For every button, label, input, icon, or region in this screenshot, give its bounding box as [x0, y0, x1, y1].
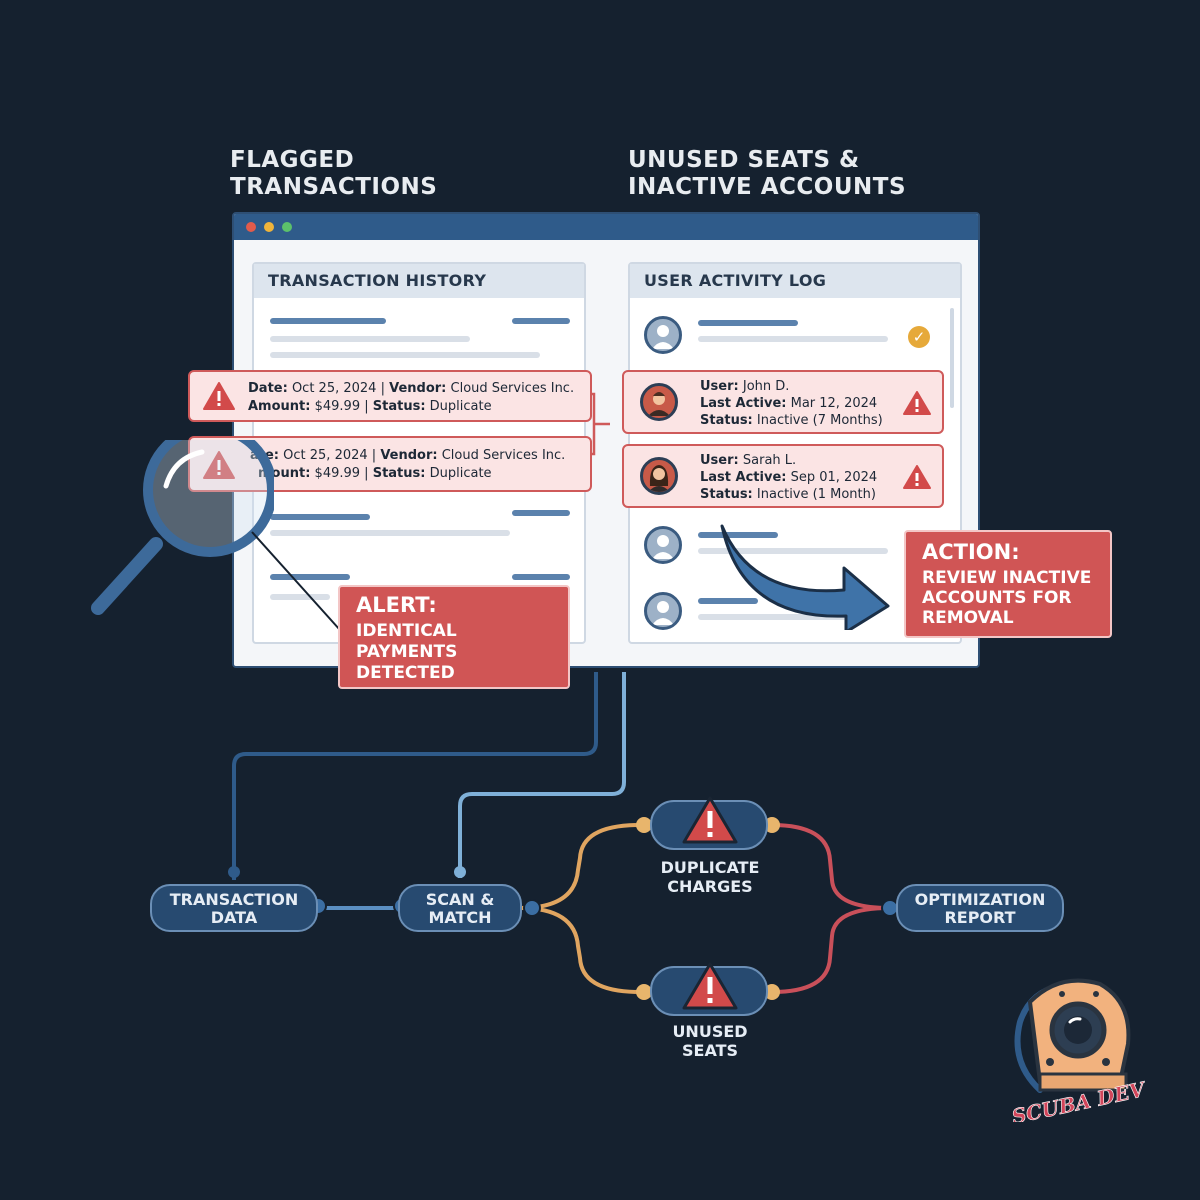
warning-icon — [903, 465, 931, 489]
scrollbar[interactable] — [950, 308, 954, 408]
action-line: Removal — [922, 608, 1014, 628]
alert-callout: Alert: Identical Payments Detected — [338, 585, 570, 689]
vendor-label: Vendor: — [380, 448, 438, 463]
warning-icon — [203, 382, 235, 410]
node-label: Match — [428, 908, 492, 927]
flagged-transactions-heading: Flagged Transactions — [230, 147, 438, 200]
date-value: Oct 25, 2024 — [283, 448, 368, 463]
last-active-value: Sep 01, 2024 — [790, 470, 878, 485]
last-active-label: Last Active: — [700, 396, 787, 411]
scan-match-node[interactable]: Scan & Match — [398, 884, 522, 932]
connector-dot — [454, 866, 466, 878]
amount-label: Amount: — [248, 399, 311, 414]
avatar — [640, 383, 678, 421]
node-label: Optimization — [914, 890, 1046, 909]
unused-seats-label: Unused — [672, 1022, 748, 1041]
status-value: Inactive (1 Month) — [756, 487, 876, 502]
status-value: Inactive (7 Months) — [756, 413, 883, 428]
flow-line-red — [771, 906, 891, 994]
alert-pointer — [251, 531, 341, 631]
warning-icon — [682, 796, 738, 844]
duplicate-charges-node[interactable] — [650, 796, 768, 850]
alert-line: Identical — [356, 621, 457, 641]
connector-dot — [228, 866, 240, 878]
avatar — [644, 592, 682, 630]
connector-scan — [458, 672, 626, 878]
unused-seats-heading: Unused Seats & Inactive Accounts — [628, 147, 907, 200]
user-label: User: — [700, 453, 739, 468]
action-arrow-icon — [720, 524, 890, 630]
action-callout: Action: Review Inactive Accounts for Rem… — [904, 530, 1112, 638]
status-value: Duplicate — [429, 399, 492, 414]
date-value: Oct 25, 2024 — [291, 381, 377, 396]
diving-helmet-logo-icon: SCUBA DEV — [1009, 978, 1150, 1122]
duplicate-charges-label: Duplicate — [660, 858, 760, 877]
flow-line-orange — [519, 823, 641, 910]
duplicate-charges-label: Charges — [667, 877, 753, 896]
last-active-value: Mar 12, 2024 — [790, 396, 878, 411]
maximize-dot-icon[interactable] — [282, 222, 292, 232]
action-title: Action: — [922, 540, 1020, 564]
status-label: Status: — [700, 413, 753, 428]
avatar — [644, 526, 682, 564]
flow-line-orange — [519, 906, 641, 994]
node-label: Report — [944, 908, 1016, 927]
status-label: Status: — [372, 399, 426, 414]
user-label: User: — [700, 379, 739, 394]
amount-value: $49.99 — [314, 399, 361, 414]
last-active-label: Last Active: — [700, 470, 787, 485]
inactive-user-row[interactable]: User: John D. Last Active: Mar 12, 2024 … — [622, 370, 944, 434]
transaction-data-node[interactable]: Transaction Data — [150, 884, 318, 932]
warning-icon — [203, 451, 235, 479]
optimization-report-node[interactable]: Optimization Report — [896, 884, 1064, 932]
magnifier-icon — [91, 440, 274, 615]
warning-icon — [903, 391, 931, 415]
vendor-value: Cloud Services Inc. — [441, 448, 566, 463]
minimize-dot-icon[interactable] — [264, 222, 274, 232]
action-line: Accounts for — [922, 588, 1072, 608]
status-value: Duplicate — [429, 466, 492, 481]
node-label: Scan & — [425, 890, 495, 909]
alert-line: Detected — [356, 663, 455, 683]
amount-value: $49.99 — [314, 466, 361, 481]
vendor-value: Cloud Services Inc. — [450, 381, 575, 396]
user-value: Sarah L. — [742, 453, 797, 468]
status-label: Status: — [372, 466, 426, 481]
node-label: Transaction — [169, 890, 299, 909]
warning-icon — [682, 962, 738, 1010]
connector-transaction — [232, 672, 598, 880]
alert-title: Alert: — [356, 593, 437, 617]
close-dot-icon[interactable] — [246, 222, 256, 232]
date-label: Date: — [248, 381, 288, 396]
status-label: Status: — [700, 487, 753, 502]
flow-line-red — [771, 823, 891, 910]
transaction-history-title: Transaction History — [254, 264, 584, 298]
alert-line: Payments — [356, 642, 458, 662]
avatar — [640, 457, 678, 495]
check-icon: ✓ — [908, 326, 930, 348]
unused-seats-label: Seats — [681, 1041, 739, 1060]
node-label: Data — [210, 908, 258, 927]
flagged-transaction-row[interactable]: Date: Oct 25, 2024 | Vendor: Cloud Servi… — [188, 370, 592, 422]
inactive-user-row[interactable]: User: Sarah L. Last Active: Sep 01, 2024… — [622, 444, 944, 508]
action-line: Review Inactive — [922, 568, 1092, 588]
user-value: John D. — [742, 379, 790, 394]
user-activity-title: User Activity Log — [630, 264, 960, 298]
unused-seats-node[interactable] — [650, 962, 768, 1016]
vendor-label: Vendor: — [389, 381, 447, 396]
window-titlebar — [234, 214, 978, 240]
avatar — [644, 316, 682, 354]
